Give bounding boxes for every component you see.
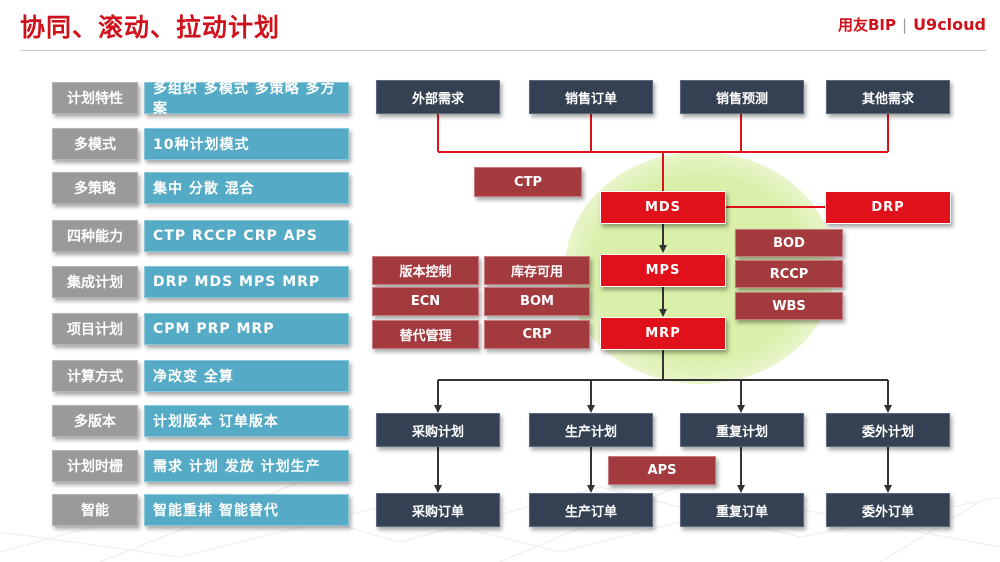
tool-box: CRP [484, 320, 590, 349]
brand-separator: | [902, 16, 908, 34]
feature-label: 多模式 [52, 128, 138, 160]
tool-box: 库存可用 [484, 256, 590, 285]
feature-label: 智能 [52, 494, 138, 526]
demand-source-box: 销售预测 [680, 80, 804, 114]
drp-box: DRP [825, 191, 951, 224]
demand-source-box: 外部需求 [376, 80, 500, 114]
plan-box: 重复计划 [680, 413, 804, 447]
demand-source-box: 其他需求 [826, 80, 950, 114]
brand-logo: 用友BIP | U9cloud [838, 14, 986, 35]
mds-box: MDS [600, 191, 726, 224]
order-box: 委外订单 [826, 493, 950, 527]
mps-box: MPS [600, 254, 726, 287]
feature-value: CPM PRP MRP [144, 313, 349, 345]
tool-box: BOM [484, 287, 590, 316]
feature-label: 多版本 [52, 405, 138, 437]
ctp-box: CTP [474, 167, 582, 197]
tool-box: ECN [372, 287, 479, 316]
feature-value: DRP MDS MPS MRP [144, 266, 349, 298]
demand-source-box: 销售订单 [529, 80, 653, 114]
feature-value: 智能重排 智能替代 [144, 494, 349, 526]
feature-value: 多组织 多模式 多策略 多方案 [144, 81, 349, 117]
brand-name-bip: 用友BIP [837, 16, 896, 34]
feature-label: 集成计划 [52, 266, 138, 298]
feature-value: 10种计划模式 [144, 128, 349, 160]
page-title: 协同、滚动、拉动计划 [20, 13, 281, 42]
header-divider [20, 50, 986, 51]
feature-value: CTP RCCP CRP APS [144, 220, 349, 252]
order-box: 生产订单 [529, 493, 653, 527]
order-box: 采购订单 [376, 493, 500, 527]
feature-value: 净改变 全算 [144, 360, 349, 392]
plan-box: 生产计划 [529, 413, 653, 447]
feature-label: 计算方式 [52, 360, 138, 392]
mrp-box: MRP [600, 317, 726, 350]
tool-box: BOD [735, 229, 843, 257]
plan-box: 采购计划 [376, 413, 500, 447]
feature-label: 四种能力 [52, 220, 138, 252]
feature-value: 计划版本 订单版本 [144, 405, 349, 437]
feature-label: 多策略 [52, 172, 138, 204]
feature-label: 计划特性 [52, 82, 138, 114]
tool-box: 版本控制 [372, 256, 479, 285]
order-box: 重复订单 [680, 493, 804, 527]
feature-label: 计划时栅 [52, 450, 138, 482]
feature-label: 项目计划 [52, 313, 138, 345]
aps-box: APS [608, 456, 716, 485]
tool-box: 替代管理 [372, 320, 479, 349]
feature-value: 集中 分散 混合 [144, 172, 349, 204]
tool-box: RCCP [735, 260, 843, 288]
tool-box: WBS [735, 292, 843, 320]
brand-name-u9cloud: U9cloud [913, 15, 986, 34]
feature-value: 需求 计划 发放 计划生产 [144, 450, 349, 482]
plan-box: 委外计划 [826, 413, 950, 447]
